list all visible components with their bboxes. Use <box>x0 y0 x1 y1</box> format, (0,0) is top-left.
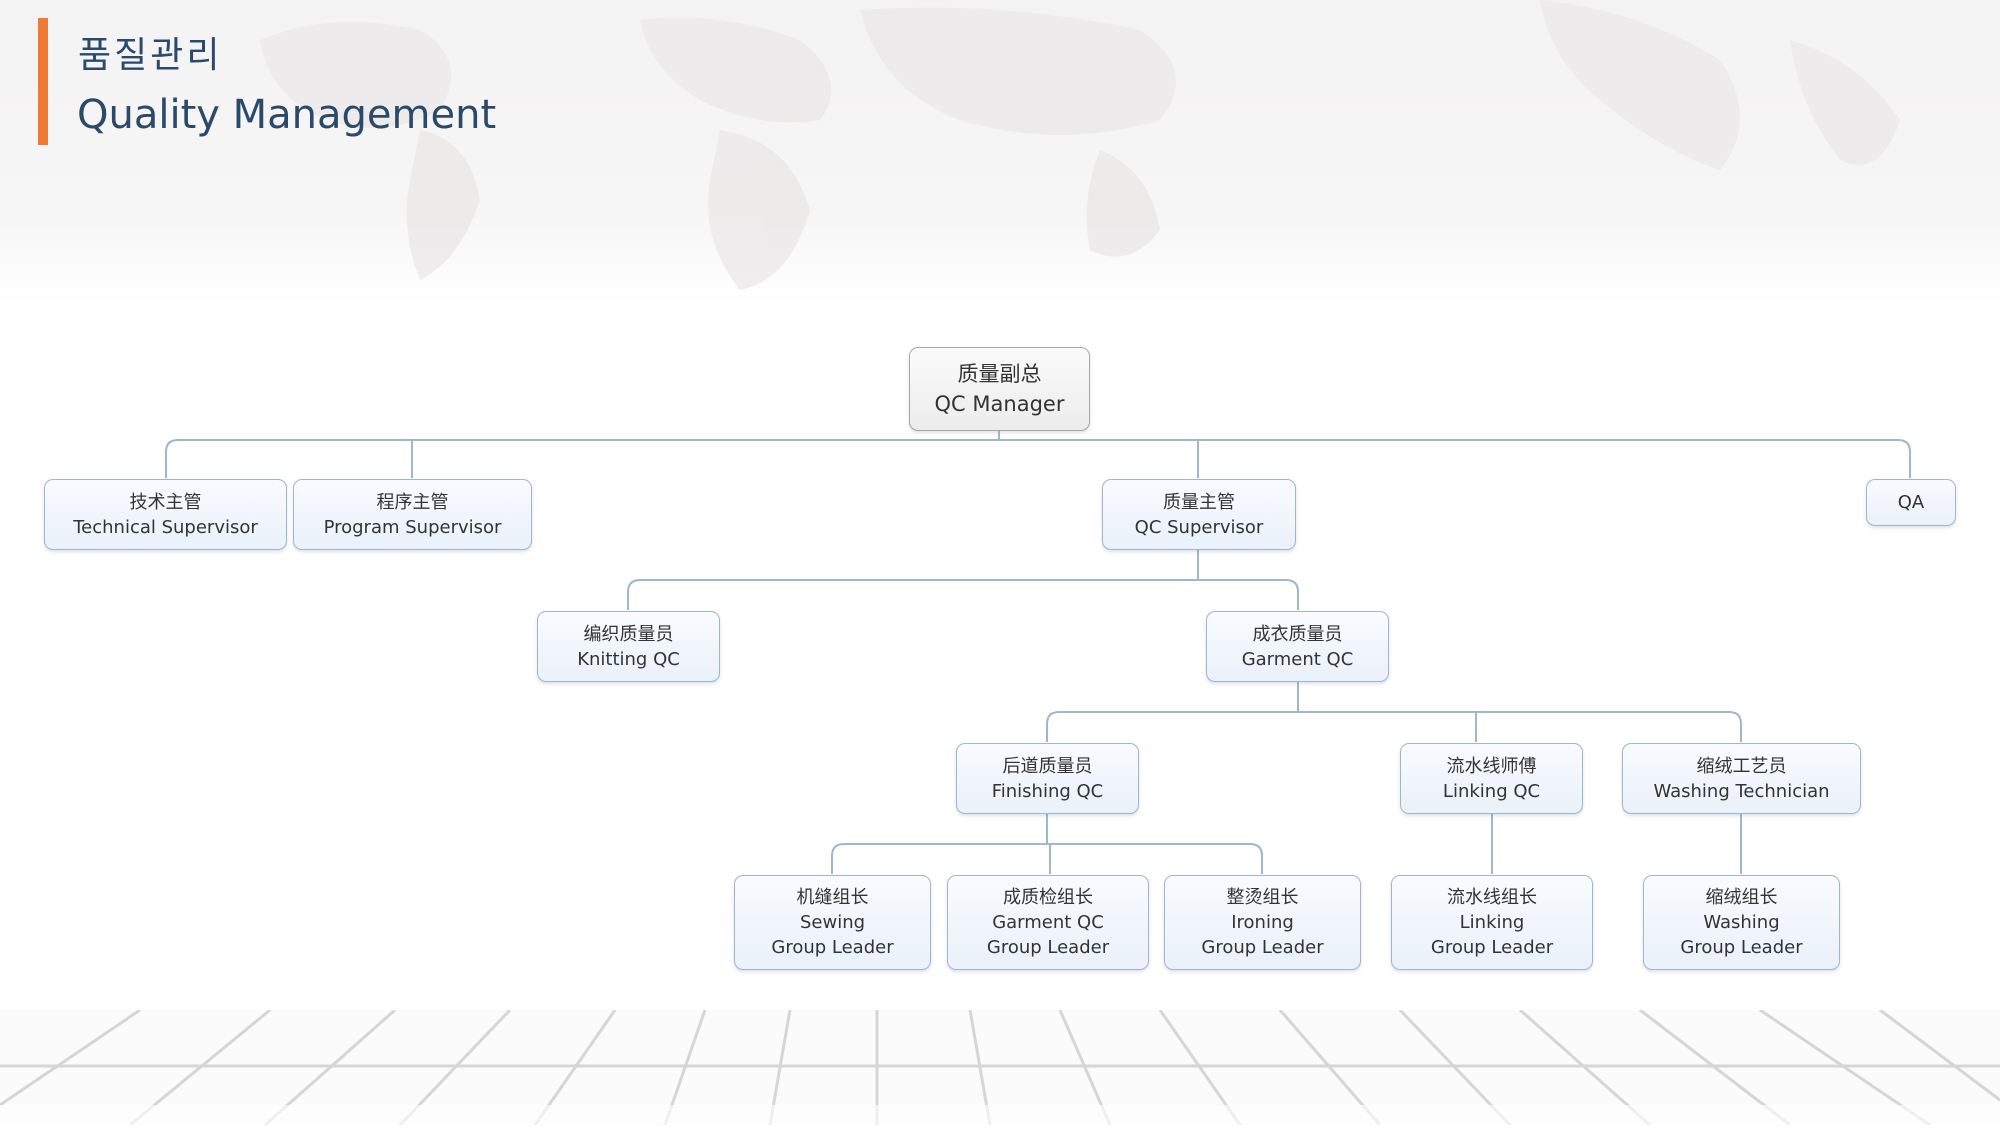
node-label-en-line1: Washing <box>1703 912 1780 933</box>
connector-level3-bus <box>1046 711 1742 742</box>
world-map-background <box>0 0 2000 305</box>
org-node-ironing-group-leader: 整烫组长 Ironing Group Leader <box>1164 875 1361 970</box>
node-label-en: QC Supervisor <box>1134 516 1264 538</box>
org-node-qa: QA <box>1866 479 1956 526</box>
connector-level1-bus <box>165 439 1911 478</box>
org-node-knitting-qc: 编织质量员 Knitting QC <box>537 611 720 682</box>
node-label-en-line1: Garment QC <box>992 912 1104 933</box>
org-node-garment-qc: 成衣质量员 Garment QC <box>1206 611 1389 682</box>
accent-bar <box>38 18 48 145</box>
node-label-en: Washing Technician <box>1653 780 1830 802</box>
node-label-zh: 编织质量员 <box>583 623 674 645</box>
node-label-zh: 程序主管 <box>376 491 449 513</box>
org-node-sewing-group-leader: 机缝组长 Sewing Group Leader <box>734 875 931 970</box>
node-label-zh: 机缝组长 <box>796 887 869 908</box>
node-label-en: Knitting QC <box>577 648 680 670</box>
node-label-zh: 技术主管 <box>129 491 202 513</box>
node-label-en-line1: Sewing <box>799 912 866 933</box>
node-label-zh: 成衣质量员 <box>1252 623 1343 645</box>
node-label-en-line2: Group Leader <box>1680 937 1803 958</box>
node-label-en-line2: Group Leader <box>986 937 1110 958</box>
node-label-en-line1: Linking <box>1459 912 1525 933</box>
org-node-garment-qc-group-leader: 成质检组长 Garment QC Group Leader <box>947 875 1149 970</box>
connector-level4-bus <box>831 843 1263 874</box>
node-label-zh: 流水线组长 <box>1447 887 1537 908</box>
page-title: Quality Management <box>77 92 497 138</box>
org-node-program-supervisor: 程序主管 Program Supervisor <box>293 479 532 550</box>
node-label-en: QC Manager <box>934 392 1065 416</box>
page-title-korean: 품질관리 <box>78 35 223 76</box>
node-label-zh: 后道质量员 <box>1002 755 1093 777</box>
org-node-linking-group-leader: 流水线组长 Linking Group Leader <box>1391 875 1593 970</box>
node-label-zh: 整烫组长 <box>1226 887 1299 908</box>
node-label-en-line2: Group Leader <box>1430 937 1554 958</box>
org-node-qc-manager: 质量副总 QC Manager <box>909 347 1090 431</box>
node-label-en-line2: Group Leader <box>771 937 894 958</box>
node-label-en: Linking QC <box>1442 780 1541 802</box>
node-label-en: Program Supervisor <box>323 516 502 538</box>
node-label-zh: 质量主管 <box>1163 491 1235 513</box>
org-node-technical-supervisor: 技术主管 Technical Supervisor <box>44 479 287 550</box>
org-node-washing-group-leader: 缩绒组长 Washing Group Leader <box>1643 875 1840 970</box>
node-label-zh: 缩绒工艺员 <box>1696 755 1787 777</box>
node-label-en-line1: Ironing <box>1231 912 1294 933</box>
node-label-zh: 成质检组长 <box>1003 887 1093 908</box>
node-label-en-line2: Group Leader <box>1201 937 1324 958</box>
connector-level2-bus <box>627 579 1299 610</box>
node-label-en: Finishing QC <box>991 780 1104 802</box>
node-label-en: Technical Supervisor <box>73 516 258 538</box>
floor-grid-decoration <box>0 1008 2000 1127</box>
node-label-en: QA <box>1897 492 1925 513</box>
node-label-zh: 流水线师傅 <box>1446 755 1537 777</box>
org-node-finishing-qc: 后道质量员 Finishing QC <box>956 743 1139 814</box>
org-node-washing-technician: 缩绒工艺员 Washing Technician <box>1622 743 1861 814</box>
node-label-en: Garment QC <box>1241 648 1354 670</box>
org-node-qc-supervisor: 质量主管 QC Supervisor <box>1102 479 1296 550</box>
org-node-linking-qc: 流水线师傅 Linking QC <box>1400 743 1583 814</box>
node-label-zh: 质量副总 <box>957 362 1042 386</box>
node-label-zh: 缩绒组长 <box>1705 887 1778 908</box>
